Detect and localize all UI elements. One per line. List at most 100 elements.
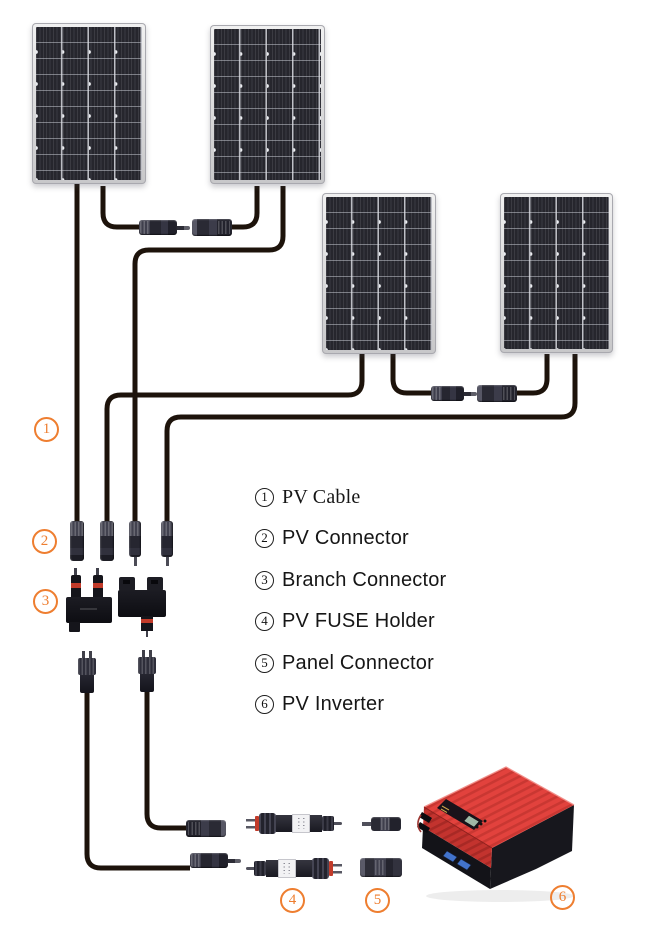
branch2-body	[118, 590, 166, 617]
marker-4-fuse-holder: 4	[280, 888, 305, 913]
cable-panel3-right	[390, 354, 431, 396]
inverter-terminal	[417, 822, 430, 833]
branch-connector-1	[66, 568, 112, 632]
fuse-body	[276, 815, 292, 832]
mc4-female-connector-pair2	[477, 385, 517, 402]
legend-item-pv-connector: 2 PV Connector	[255, 527, 446, 550]
pv-fuse-holder-2	[246, 858, 342, 879]
legend-item-branch-connector: 3 Branch Connector	[255, 569, 446, 591]
solar-panel-4	[500, 193, 613, 353]
fuse-body	[296, 860, 312, 877]
fuse-cap	[259, 813, 276, 834]
branch-connector-2	[118, 577, 166, 637]
branch2-mating-connector	[138, 650, 156, 692]
marker-1-pv-cable: 1	[34, 417, 59, 442]
branch1-output	[69, 622, 80, 632]
inverter-button	[475, 825, 479, 829]
pv-inverter	[417, 766, 575, 902]
legend-item-pv-cable: 1 PV Cable	[255, 486, 446, 508]
legend-num-6: 6	[255, 695, 274, 714]
marker-2-pv-connector: 2	[32, 529, 57, 554]
cable-panel3-left	[104, 354, 365, 523]
pv-connector-3	[129, 521, 141, 566]
inverter-shadow	[426, 890, 574, 902]
fuse-red-ring	[255, 816, 259, 831]
output-cable-connector-bottom	[190, 853, 241, 868]
legend-num-4: 4	[255, 612, 274, 631]
solar-panel-3-cells	[326, 197, 432, 350]
fuse-body	[310, 815, 322, 832]
fuse-pins	[333, 860, 342, 877]
pv-connector-2	[100, 521, 114, 561]
inverter-edge-highlight	[423, 766, 575, 808]
solar-panel-3	[322, 193, 436, 354]
inverter-button	[483, 819, 487, 823]
inverter-blue-port	[442, 850, 458, 863]
cable-branch1-out	[84, 690, 190, 871]
pv-connector-1	[70, 521, 84, 561]
legend-label-1: PV Cable	[282, 485, 361, 508]
mc4-female-connector-pair1	[192, 219, 232, 236]
connector-pins	[138, 650, 156, 658]
connector-body	[140, 674, 154, 692]
legend-item-fuse-holder: 4 PV FUSE Holder	[255, 610, 446, 633]
legend-num-2: 2	[255, 529, 274, 548]
legend-label-4: PV FUSE Holder	[282, 610, 435, 632]
pv-fuse-holder-1	[246, 813, 342, 834]
inverter-lcd-screen	[463, 815, 480, 828]
legend-item-panel-connector: 5 Panel Connector	[255, 652, 446, 674]
inverter-terminal	[419, 812, 432, 823]
marker-5-panel-connector: 5	[365, 888, 390, 913]
fuse-end-cap	[254, 861, 266, 876]
solar-panel-2-cells	[214, 29, 321, 180]
fuse-end-cap	[322, 816, 334, 831]
solar-panel-1-cells	[36, 27, 142, 180]
fuse-pin	[334, 821, 342, 826]
connector-cap	[138, 657, 156, 674]
cable-panel4-right	[164, 354, 578, 523]
branch2-tab-right	[147, 577, 163, 591]
panel-connector-male	[362, 817, 401, 831]
marker-3-branch-connector: 3	[33, 589, 58, 614]
cable-panel1-right	[100, 186, 139, 230]
legend-label-5: Panel Connector	[282, 651, 434, 674]
fuse-label-band	[278, 859, 296, 878]
cable-panel2-right	[132, 186, 286, 523]
connector-body	[80, 675, 94, 693]
connector-pins	[78, 651, 96, 659]
legend-num-5: 5	[255, 653, 274, 673]
legend-label-2: PV Connector	[282, 527, 409, 549]
fuse-pin	[246, 866, 254, 871]
cable-branch2-out	[144, 690, 186, 831]
mc4-male-connector-pair1	[139, 220, 190, 235]
cable-panel4-left	[516, 354, 550, 396]
inverter-logo-text	[440, 805, 450, 813]
branch1-prong-left	[71, 568, 81, 599]
branch2-tab-left	[119, 577, 135, 591]
legend-label-6: PV Inverter	[282, 693, 385, 715]
branch2-output	[141, 616, 153, 637]
pv-connector-4	[161, 521, 173, 566]
connector-cap	[78, 658, 96, 675]
legend-num-3: 3	[255, 570, 274, 590]
branch1-body	[66, 597, 112, 623]
inverter-side-face	[490, 805, 574, 889]
inverter-front-face	[423, 807, 492, 868]
inverter-button	[479, 822, 483, 826]
legend-item-pv-inverter: 6 PV Inverter	[255, 693, 446, 716]
legend-label-3: Branch Connector	[282, 568, 447, 591]
inverter-wire	[417, 814, 422, 833]
mc4-male-connector-pair2	[431, 386, 477, 401]
fuse-red-ring	[329, 861, 333, 876]
fuse-body	[266, 860, 278, 877]
solar-panel-1	[32, 23, 146, 184]
solar-panel-4-cells	[504, 197, 609, 349]
branch1-prong-right	[93, 568, 103, 599]
output-cable-connector-top	[186, 820, 226, 837]
marker-6-pv-inverter: 6	[550, 885, 575, 910]
cable-panel2-left	[231, 186, 260, 230]
inverter-blue-port	[456, 858, 472, 871]
legend: 1 PV Cable 2 PV Connector 3 Branch Conne…	[255, 486, 446, 735]
